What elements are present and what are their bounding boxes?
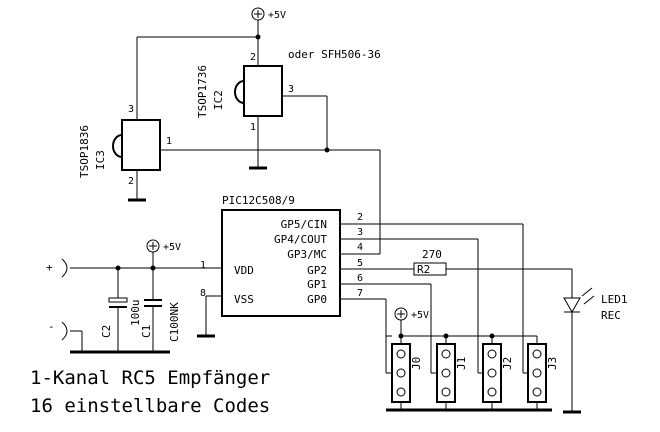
led-ref: LED1 <box>601 293 628 306</box>
mcu-gp4: GP4/COUT <box>274 233 327 246</box>
ic3-pin2: 2 <box>128 176 134 187</box>
c2-value: 100u <box>129 300 142 327</box>
jumper-j2-label: J2 <box>501 357 514 370</box>
led1: LED1 REC <box>563 269 628 414</box>
mcu-pin1: 1 <box>200 260 206 271</box>
mcu-part: PIC12C508/9 <box>222 194 295 207</box>
mcu-gp2: GP2 <box>307 264 327 277</box>
mcu-vss: VSS <box>234 293 254 306</box>
ic3-pin3: 3 <box>128 104 134 115</box>
jumper-j3[interactable]: J3 <box>527 343 559 410</box>
terminal-plus-label: + <box>46 261 53 274</box>
mcu-vdd: VDD <box>234 264 254 277</box>
ic2-part: TSOP1736 <box>196 65 209 118</box>
c1-ref: C1 <box>140 325 153 338</box>
c2-ref: C2 <box>100 325 113 338</box>
ic2-pin3: 3 <box>288 84 294 95</box>
jumper-j0[interactable]: J0 <box>391 343 423 410</box>
jumper-j2[interactable]: J2 <box>482 343 514 410</box>
mcu-gp3: GP3/MC <box>287 248 327 261</box>
ic3-pin1: 1 <box>166 136 172 147</box>
left-supply-label: +5V <box>163 242 181 253</box>
terminal-minus-label: - <box>48 320 55 333</box>
r2-ref: R2 <box>417 263 430 276</box>
mcu-pin5: 5 <box>357 258 363 269</box>
mcu-right-wiring: R2 270 <box>340 150 572 336</box>
r2-value: 270 <box>422 248 442 261</box>
led-color: REC <box>601 309 621 322</box>
top-supply: +5V <box>136 7 286 120</box>
jumper-j1[interactable]: J1 <box>436 343 468 410</box>
title-line-1: 1-Kanal RC5 Empfänger <box>30 367 270 389</box>
mcu-pin8: 8 <box>200 288 206 299</box>
mcu-pin3: 3 <box>357 227 363 238</box>
ic2-ref: IC2 <box>212 90 225 110</box>
top-supply-label: +5V <box>268 10 286 21</box>
jumper-j3-label: J3 <box>546 357 559 370</box>
mcu-pin2: 2 <box>357 212 363 223</box>
ic3-part: TSOP1836 <box>78 125 91 178</box>
jumper-supply: +5V <box>385 307 538 374</box>
ic2-pin2: 2 <box>250 52 256 63</box>
ic3-receiver: 3 1 2 TSOP1836 IC3 <box>78 104 380 202</box>
mcu-pin4: 4 <box>357 242 363 253</box>
jumper-supply-label: +5V <box>411 310 429 321</box>
jumper-j1-label: J1 <box>455 357 468 370</box>
power-input: + +5V C2 100u C1 C100NK - <box>46 239 222 354</box>
mcu-gp5: GP5/CIN <box>281 218 327 231</box>
mcu-gp0: GP0 <box>307 293 327 306</box>
ic3-ref: IC3 <box>94 150 107 170</box>
mcu-pin6: 6 <box>357 273 363 284</box>
mcu-pin7: 7 <box>357 288 363 299</box>
ic2-pin1: 1 <box>250 122 256 133</box>
jumper-j0-label: J0 <box>410 357 423 370</box>
mcu: PIC12C508/9 VDD VSS 1 8 GP5/CIN GP4/COUT… <box>200 194 363 317</box>
title-line-2: 16 einstellbare Codes <box>30 395 270 417</box>
mcu-gp1: GP1 <box>307 278 327 291</box>
c1-value: C100NK <box>168 302 181 342</box>
ic2-alt: oder SFH506-36 <box>288 48 381 61</box>
ic2-receiver: 2 3 1 oder SFH506-36 TSOP1736 IC2 <box>196 48 381 170</box>
